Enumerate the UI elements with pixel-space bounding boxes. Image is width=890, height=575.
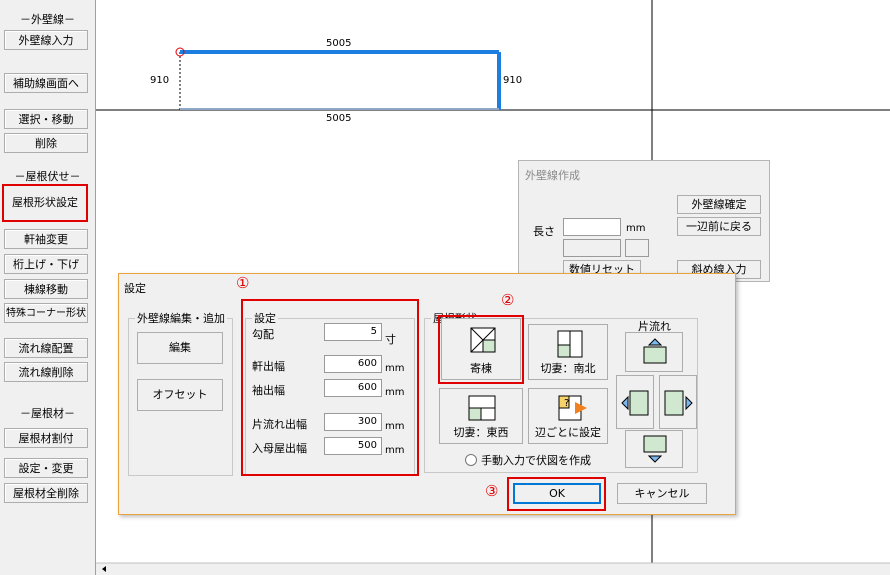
arrow-down-icon: [643, 435, 667, 463]
manual-input-radio[interactable]: [465, 454, 477, 466]
arrow-left-icon: [621, 390, 649, 416]
pitch-label: 勾配: [252, 328, 274, 341]
sleeve-width-input[interactable]: 600: [324, 379, 382, 397]
aux-screen-button[interactable]: 補助線画面へ: [4, 73, 88, 93]
dimension-right: 910: [503, 75, 523, 86]
sub-input-2[interactable]: [625, 239, 649, 257]
eave-change-button[interactable]: 軒袖変更: [4, 229, 88, 249]
highlight-box-settings: [241, 299, 419, 476]
shed-east-button[interactable]: [659, 375, 697, 429]
wall-input-button[interactable]: 外壁線入力: [4, 30, 88, 50]
dimension-left: 910: [150, 75, 170, 86]
flow-line-delete-button[interactable]: 流れ線削除: [4, 362, 88, 382]
irimoya-width-label: 入母屋出幅: [252, 442, 307, 455]
shed-west-button[interactable]: [616, 375, 654, 429]
drawing-canvas[interactable]: 5005 5005 910 910: [96, 0, 890, 575]
roof-hip-label: 寄棟: [470, 362, 492, 375]
pitch-unit: 寸: [385, 333, 396, 346]
select-move-button[interactable]: 選択・移動: [4, 109, 88, 129]
offset-button[interactable]: オフセット: [137, 379, 223, 411]
length-unit: mm: [626, 223, 646, 234]
roof-per-side-button[interactable]: ? 辺ごとに設定: [528, 388, 608, 444]
shed-south-button[interactable]: [625, 430, 683, 468]
group-wall-edit: 外壁線編集・追加: [128, 310, 233, 476]
dimension-bottom: 5005: [326, 113, 352, 124]
wall-dialog-title: 外壁線作成: [525, 169, 580, 182]
flow-line-place-button[interactable]: 流れ線配置: [4, 338, 88, 358]
cancel-button[interactable]: キャンセル: [617, 483, 707, 504]
roof-per-side-label: 辺ごとに設定: [535, 426, 601, 439]
settings-dialog: 設定 外壁線編集・追加 編集 オフセット 設定 ① 勾配 5 寸 軒出幅 600…: [118, 273, 736, 515]
roof-material-assign-button[interactable]: 屋根材割付: [4, 428, 88, 448]
length-input[interactable]: [563, 218, 621, 236]
section-label-wall: －外壁線－: [20, 13, 75, 26]
settings-dialog-title: 設定: [124, 282, 146, 295]
step-marker-1: ①: [236, 274, 250, 292]
eave-width-input[interactable]: 600: [324, 355, 382, 373]
roof-gable-ns-label: 切妻：南北: [540, 362, 596, 375]
wall-confirm-button[interactable]: 外壁線確定: [677, 195, 761, 214]
eave-width-unit: mm: [385, 363, 405, 374]
svg-text:?: ?: [564, 398, 569, 409]
section-label-roof-plan: －屋根伏せ－: [14, 170, 81, 183]
roof-shape-setting-button[interactable]: 屋根形状設定: [2, 184, 88, 222]
dimension-top: 5005: [326, 38, 352, 49]
sub-input-1[interactable]: [563, 239, 621, 257]
gable-ew-icon: [468, 395, 496, 421]
highlight-box-hip: [438, 315, 524, 384]
roof-gable-ns-button[interactable]: 切妻：南北: [528, 324, 608, 380]
delete-button[interactable]: 削除: [4, 133, 88, 153]
edit-button[interactable]: 編集: [137, 332, 223, 364]
pitch-input[interactable]: 5: [324, 323, 382, 341]
shed-width-label: 片流れ出幅: [252, 418, 307, 431]
shed-width-input[interactable]: 300: [324, 413, 382, 431]
highlight-box-ok: [507, 477, 606, 511]
sleeve-width-unit: mm: [385, 387, 405, 398]
canvas-lines: [96, 0, 890, 575]
arrow-right-icon: [664, 390, 693, 416]
eave-width-label: 軒出幅: [252, 360, 285, 373]
ok-button[interactable]: OK: [513, 483, 601, 504]
hip-roof-icon: [470, 327, 496, 353]
step-marker-2: ②: [501, 291, 515, 309]
ridge-move-button[interactable]: 棟線移動: [4, 279, 88, 299]
beam-up-down-button[interactable]: 桁上げ・下げ: [4, 254, 88, 274]
per-side-setting-icon: ?: [558, 395, 587, 421]
shed-north-button[interactable]: [625, 332, 683, 372]
sleeve-width-label: 袖出幅: [252, 384, 285, 397]
roof-gable-ew-button[interactable]: 切妻：東西: [439, 388, 523, 444]
special-corner-button[interactable]: 特殊コーナー形状: [4, 303, 88, 323]
irimoya-width-input[interactable]: 500: [324, 437, 382, 455]
section-label-roof-material: －屋根材－: [20, 407, 75, 420]
irimoya-width-unit: mm: [385, 445, 405, 456]
arrow-up-icon: [643, 338, 667, 364]
setting-change-button[interactable]: 設定・変更: [4, 458, 88, 478]
group-wall-edit-label: 外壁線編集・追加: [137, 312, 225, 325]
shed-roof-title: 片流れ: [638, 320, 671, 333]
roof-hip-button[interactable]: 寄棟: [441, 318, 521, 380]
length-label: 長さ: [533, 225, 555, 238]
left-toolbar: －外壁線－ 外壁線入力 補助線画面へ 選択・移動 削除 －屋根伏せ－ 屋根形状設…: [0, 0, 96, 575]
roof-material-delete-all-button[interactable]: 屋根材全削除: [4, 483, 88, 503]
step-marker-3: ③: [485, 482, 499, 500]
wall-line-create-dialog: 外壁線作成 外壁線確定 一辺前に戻る 長さ mm 数値リセット 斜め線入力: [518, 160, 770, 282]
group-settings-label: 設定: [254, 312, 276, 325]
manual-input-label: 手動入力で伏図を作成: [481, 454, 591, 467]
gable-ns-icon: [557, 330, 583, 358]
roof-gable-ew-label: 切妻：東西: [453, 426, 509, 439]
back-one-side-button[interactable]: 一辺前に戻る: [677, 217, 761, 236]
shed-width-unit: mm: [385, 421, 405, 432]
